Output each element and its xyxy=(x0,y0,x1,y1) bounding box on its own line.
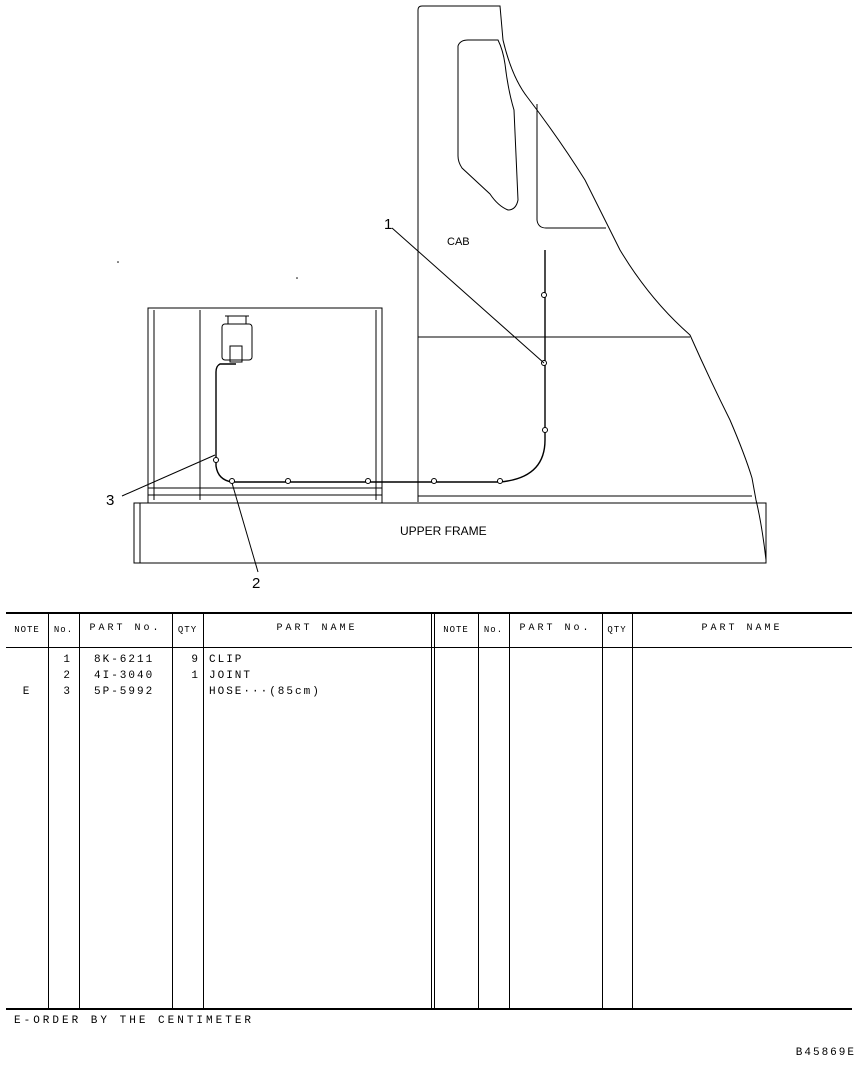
cab-outline xyxy=(417,5,767,561)
header-part-no: PART No. xyxy=(89,623,162,634)
cab-label: CAB xyxy=(447,236,470,248)
header-note: NOTE xyxy=(14,625,40,635)
header-part-name-right: PART NAME xyxy=(701,623,783,634)
header-part-no-right: PART No. xyxy=(519,623,592,634)
header-qty: QTY xyxy=(177,625,198,635)
hose-routing-diagram xyxy=(117,5,767,573)
callout-leaders xyxy=(121,227,545,573)
header-no: No. xyxy=(53,625,74,635)
drawing-code: B45869E xyxy=(795,1047,856,1059)
row-1-qty: 9 xyxy=(191,654,200,666)
clip-markers xyxy=(213,292,548,484)
washer-bottle xyxy=(221,315,253,363)
callout-2: 2 xyxy=(252,575,261,592)
header-no-right: No. xyxy=(483,625,504,635)
row-1-part-name: CLIP xyxy=(209,654,244,666)
order-note: E-ORDER BY THE CENTIMETER xyxy=(14,1015,255,1027)
upper-frame xyxy=(133,502,767,564)
row-2-part-no: 4I-3040 xyxy=(94,670,155,682)
row-2-part-name: JOINT xyxy=(209,670,253,682)
parts-table: NOTE No. PART No. QTY PART NAME NOTE No.… xyxy=(6,612,852,1010)
callout-3: 3 xyxy=(106,492,115,509)
header-note-right: NOTE xyxy=(443,625,469,635)
row-3-no: 3 xyxy=(63,686,72,698)
row-3-note: E xyxy=(22,686,32,698)
row-2-qty: 1 xyxy=(191,670,200,682)
row-3-part-no: 5P-5992 xyxy=(94,686,155,698)
header-part-name: PART NAME xyxy=(276,623,358,634)
callout-1: 1 xyxy=(384,216,393,233)
row-2-no: 2 xyxy=(63,670,72,682)
upper-frame-label: UPPER FRAME xyxy=(400,524,487,538)
specks xyxy=(117,261,298,279)
hose-line xyxy=(215,250,546,483)
row-1-part-no: 8K-6211 xyxy=(94,654,155,666)
row-1-no: 1 xyxy=(63,654,72,666)
tank-box xyxy=(147,307,383,504)
row-3-part-name: HOSE···(85cm) xyxy=(209,686,321,698)
header-qty-right: QTY xyxy=(607,625,627,635)
